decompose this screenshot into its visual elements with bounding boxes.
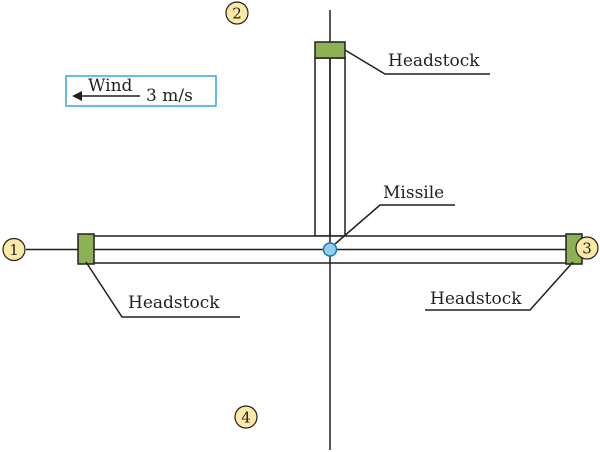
headstock-left-label: Headstock [128,293,220,313]
headstock-left-leader [85,261,240,318]
marker-1-number: 1 [9,241,19,259]
missile-label: Missile [383,183,444,203]
wind-label: Wind [88,76,133,96]
headstock-top-leader [344,49,490,75]
headstock-top-label: Headstock [388,51,480,71]
wind-speed: 3 m/s [146,86,193,106]
marker-3: 3 [575,236,599,260]
headstock-right-leader [425,261,574,311]
marker-2-number: 2 [232,5,242,23]
missile-dot [322,242,338,257]
headstock-right-label: Headstock [430,289,522,309]
marker-4-number: 4 [241,409,251,427]
headstock-top-block [314,41,346,59]
marker-1: 1 [2,237,26,262]
marker-4: 4 [234,405,258,429]
wind-box [65,75,217,107]
wind-indicator: Wind 3 m/s [65,75,217,107]
arrow-left-icon [72,91,140,101]
headstock-left-block [77,233,95,265]
marker-3-number: 3 [582,240,592,258]
marker-2: 2 [225,1,249,25]
missile-leader [334,204,455,245]
